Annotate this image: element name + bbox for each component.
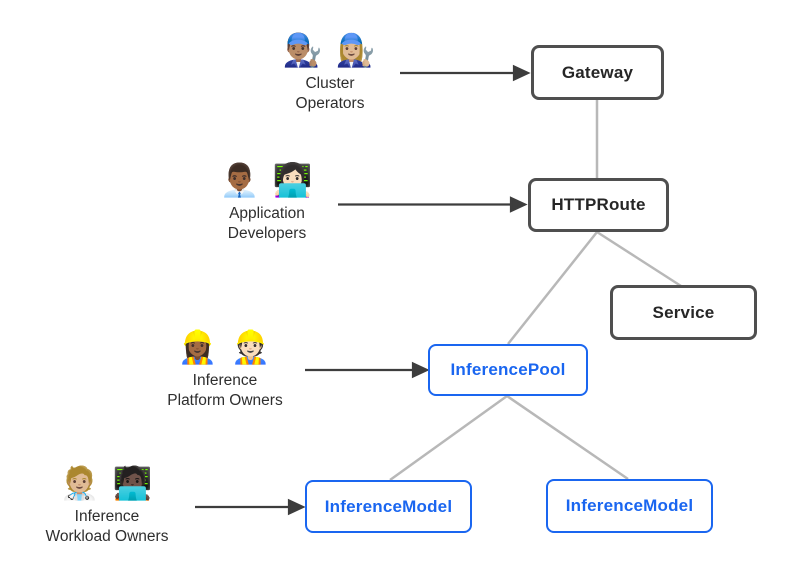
actor-inference-platform-owners: 👷🏾‍♀️ 👷🏻 Inference Platform Owners (125, 328, 325, 411)
node-gateway: Gateway (531, 45, 664, 100)
actor-label: Inference Platform Owners (167, 372, 283, 410)
arrow-cluster-operators-to-gateway (400, 64, 531, 82)
node-inferencepool: InferencePool (428, 344, 588, 396)
arrowhead-icon (287, 498, 306, 516)
arrow-inference-platform-owners-to-inferencepool (305, 361, 430, 379)
edge-httproute-service (596, 230, 682, 288)
node-httproute: HTTPRoute (528, 178, 669, 232)
node-inferencemodel-right: InferenceModel (546, 479, 713, 533)
actor-cluster-operators: 👨🏽‍🔧 👩🏼‍🔧 Cluster Operators (230, 31, 430, 114)
office-worker-and-technologist-emoji: 👨🏾‍💼 👩🏻‍💻 (219, 162, 315, 198)
arrowhead-icon (512, 64, 531, 82)
edge-inferencepool-inferencemodel-right (506, 394, 629, 481)
construction-worker-people-emoji: 👷🏾‍♀️ 👷🏻 (177, 329, 273, 365)
arrowhead-icon (509, 196, 528, 213)
edge-httproute-inferencepool (507, 231, 598, 345)
arrow-application-developers-to-httproute (338, 196, 528, 213)
node-inferencemodel-left: InferenceModel (305, 480, 472, 533)
edge-inferencepool-inferencemodel-left (389, 394, 508, 482)
actor-application-developers: 👨🏾‍💼 👩🏻‍💻 Application Developers (167, 161, 367, 244)
node-service: Service (610, 285, 757, 340)
actor-label: Application Developers (227, 205, 307, 243)
actor-inference-workload-owners: 🧑🏼‍⚕️ 🧑🏿‍💻 Inference Workload Owners (7, 464, 207, 547)
coat-person-and-technologist-emoji: 🧑🏼‍⚕️ 🧑🏿‍💻 (59, 465, 155, 501)
arrowhead-icon (411, 361, 430, 379)
arrow-inference-workload-owners-to-inferencemodel (195, 498, 306, 516)
actor-label: Inference Workload Owners (45, 508, 169, 546)
mechanic-people-emoji: 👨🏽‍🔧 👩🏼‍🔧 (282, 32, 378, 68)
actor-label: Cluster Operators (295, 75, 365, 113)
